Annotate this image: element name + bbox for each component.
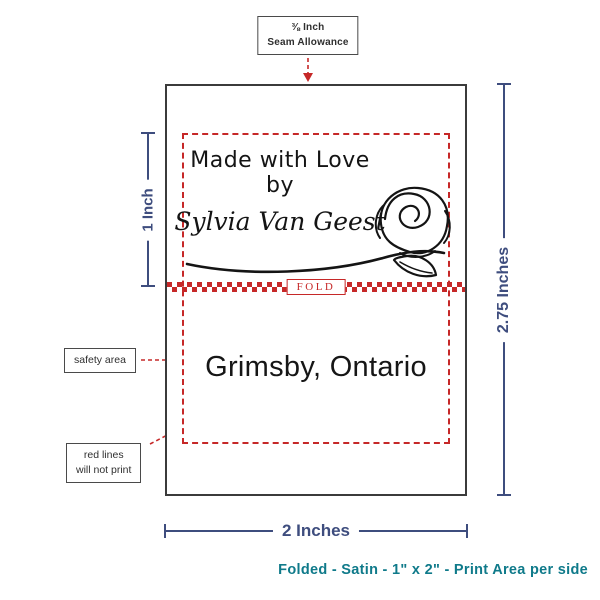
dim-bottom-cap-left — [164, 524, 166, 538]
seam-allowance-line1: ⅜ Inch — [291, 22, 325, 33]
safety-area-note: safety area — [64, 348, 136, 374]
swoosh-line — [185, 249, 446, 274]
rose-spiral — [383, 192, 431, 229]
seam-allowance-line2: Seam Allowance — [267, 36, 349, 48]
seam-arrowhead — [303, 73, 313, 82]
dim-right-cap-top — [497, 83, 511, 85]
dim-bottom-cap-right — [466, 524, 468, 538]
rose-bloom-outline — [379, 186, 449, 255]
rose-leaf-vein — [399, 261, 433, 274]
red-lines-line1: red lines — [83, 449, 124, 461]
fold-label: FOLD — [286, 279, 346, 295]
label-name-text: Sylvia Van Geest — [174, 207, 386, 236]
label-location-text: Grimsby, Ontario — [205, 351, 427, 383]
rose-petal-right — [443, 210, 451, 244]
red-lines-line2: will not print — [76, 464, 132, 477]
product-caption: Folded - Satin - 1" x 2" - Print Area pe… — [278, 562, 588, 578]
red-lines-note: red lines will not print — [66, 443, 142, 484]
dim-left-label: 1 Inch — [137, 179, 159, 241]
rose-illustration — [185, 186, 451, 278]
rose-leaf — [392, 254, 438, 278]
dim-left-cap-bottom — [141, 285, 155, 287]
dim-right-cap-bottom — [497, 494, 511, 496]
seam-allowance-note: ⅜ Inch Seam Allowance — [257, 16, 359, 55]
dim-bottom-label: 2 Inches — [272, 519, 360, 543]
rose-petal-left — [374, 204, 385, 239]
label-text-line1: Made with Love by — [190, 148, 370, 198]
dim-right-label: 2.75 Inches — [493, 237, 515, 343]
dim-left-cap-top — [141, 132, 155, 134]
